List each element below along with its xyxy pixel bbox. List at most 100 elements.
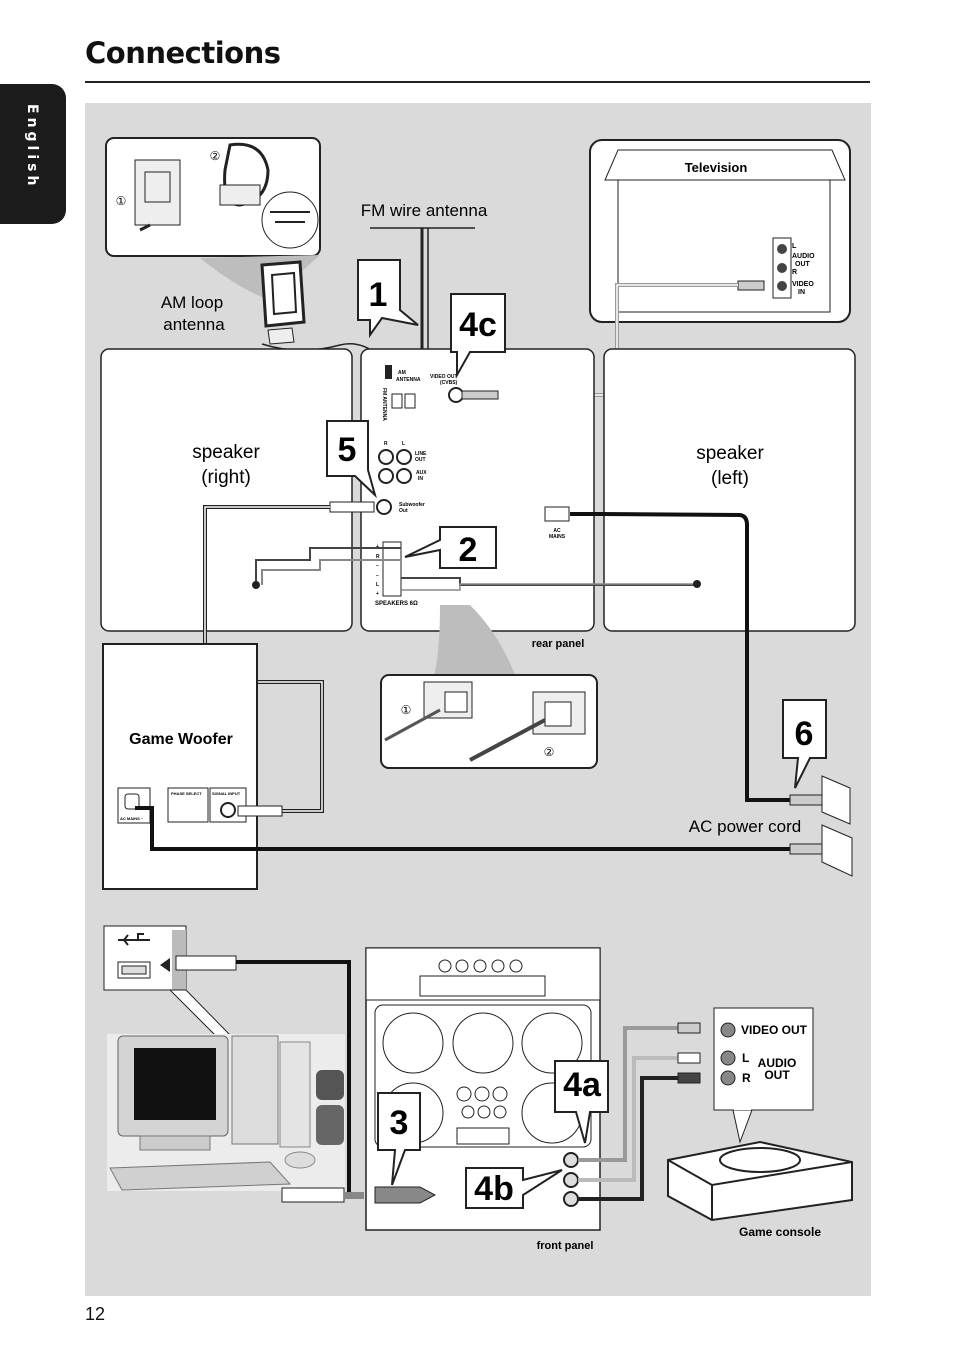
fm-antenna-jack-label: FM ANTENNA xyxy=(381,388,387,421)
phase-select-label: PHASE SELECT xyxy=(171,791,202,796)
signal-input-label: SIGNAL INPUT xyxy=(212,791,241,796)
terminal-minus-1: – xyxy=(376,563,379,569)
step-2-callout: 2 xyxy=(404,526,497,569)
line-out-label-2: OUT xyxy=(415,457,426,463)
game-console-label: Game console xyxy=(739,1225,821,1239)
language-tab: English xyxy=(0,84,66,224)
inset-step-b1: ① xyxy=(401,703,412,717)
step-6-callout: 6 xyxy=(782,699,827,789)
tv-out-label: OUT xyxy=(795,261,811,268)
ac-mains-label-1: AC xyxy=(553,528,561,534)
step-5: 5 xyxy=(338,431,357,469)
console-outputs: VIDEO OUT L R AUDIO OUT xyxy=(713,1007,814,1144)
am-antenna-label-1: AM loop xyxy=(161,293,223,312)
ac-mains-label-2: MAINS xyxy=(549,534,566,540)
front-panel-label: front panel xyxy=(537,1240,594,1252)
tv-in-label: IN xyxy=(798,289,805,296)
woofer-power-cable xyxy=(135,806,790,851)
subwoofer-out-jack xyxy=(376,499,392,515)
am-antenna-inset: ① ② xyxy=(105,137,321,257)
game-console: Game console xyxy=(667,1140,853,1239)
speakers-6ohm-label: SPEAKERS 6Ω xyxy=(375,601,418,607)
page-title: Connections xyxy=(85,36,281,70)
game-woofer: Game Woofer AC MAINS ~ PHASE SELECT SIGN… xyxy=(102,643,283,890)
subwoofer-out-label-1: Subwoofer xyxy=(399,502,425,508)
subwoofer-out-label-2: Out xyxy=(399,508,408,514)
line-out-r-label: R xyxy=(384,441,388,447)
terminal-plus-2: + xyxy=(376,591,379,597)
step-2: 2 xyxy=(459,531,478,569)
speaker-right-label-1: speaker xyxy=(192,442,260,463)
line-out-l-label: L xyxy=(402,441,405,447)
console-audio-r-cable xyxy=(578,1076,700,1201)
game-woofer-label: Game Woofer xyxy=(129,731,233,748)
wall-sockets xyxy=(789,775,853,877)
console-video-cable xyxy=(578,1026,700,1162)
step-3: 3 xyxy=(390,1104,409,1142)
television-label: Television xyxy=(685,160,748,175)
tv-audio-label: AUDIO xyxy=(792,253,815,260)
speaker-wire-right xyxy=(255,547,401,585)
step-5-callout: 5 xyxy=(326,420,377,499)
audio-out-label-2: OUT xyxy=(764,1068,790,1082)
step-3-callout: 3 xyxy=(377,1092,421,1186)
language-tab-label: English xyxy=(24,104,40,190)
audio-l-label: L xyxy=(742,1051,749,1065)
speaker-wire-left xyxy=(401,577,697,586)
audio-out-label-1: AUDIO xyxy=(758,1056,797,1070)
aux-in-label-1: AUX xyxy=(416,470,427,476)
am-antenna-jack-label-2: ANTENNA xyxy=(396,377,421,383)
step-6: 6 xyxy=(795,715,814,753)
step-4a: 4a xyxy=(563,1066,602,1104)
computer-photo xyxy=(107,1034,345,1191)
video-out-cvbs-label-1: VIDEO OUT xyxy=(430,374,458,380)
tv-video-in-jack xyxy=(777,281,787,291)
terminal-l-label: L xyxy=(376,582,379,588)
step-4c-callout: 4c xyxy=(450,293,506,379)
step-1-callout: 1 xyxy=(357,259,419,339)
terminal-r-label: R xyxy=(376,554,380,560)
video-out-cvbs-label-2: (CVBS) xyxy=(440,380,458,386)
woofer-ac-mains-label: AC MAINS ~ xyxy=(120,816,144,821)
console-audio-l-cable xyxy=(578,1056,700,1182)
speaker-left-label-1: speaker xyxy=(696,443,764,464)
tv-video-label: VIDEO xyxy=(792,281,814,288)
am-loop-antenna: AM loop antenna xyxy=(161,260,379,356)
tv-l-label: L xyxy=(792,243,797,250)
fm-antenna-label: FM wire antenna xyxy=(361,201,488,220)
tv-audio-l-jack xyxy=(777,244,787,254)
rear-panel-label: rear panel xyxy=(532,638,585,650)
page-number: 12 xyxy=(85,1304,106,1324)
television: Television L AUDIO OUT R VIDEO IN xyxy=(589,139,851,323)
speaker-left-label-2: (left) xyxy=(711,468,749,489)
audio-r-label: R xyxy=(742,1071,751,1085)
step-4c: 4c xyxy=(459,306,497,344)
video-out-jack xyxy=(448,387,464,403)
tv-r-label: R xyxy=(792,269,797,276)
am-antenna-label-2: antenna xyxy=(163,315,225,334)
video-out-label: VIDEO OUT xyxy=(741,1023,808,1037)
usb-icon xyxy=(118,933,150,946)
rear-panel-jacks: AM ANTENNA FM ANTENNA VIDEO OUT (CVBS) R… xyxy=(375,365,570,607)
inset-step-a1: ① xyxy=(116,194,127,208)
step-4b-callout: 4b xyxy=(465,1167,563,1209)
speaker-left xyxy=(603,348,856,632)
aux-in-label-2: IN xyxy=(418,476,423,482)
speaker-right-label-2: (right) xyxy=(201,467,251,488)
step-4b: 4b xyxy=(474,1170,514,1208)
ac-power-cord-label: AC power cord xyxy=(689,817,801,836)
step-1: 1 xyxy=(369,276,388,314)
inset-step-b2: ② xyxy=(544,745,555,759)
speaker-terminal-inset: ① ② xyxy=(380,674,598,769)
usb-inset xyxy=(103,925,237,991)
terminal-minus-2: – xyxy=(376,573,379,579)
tv-audio-r-jack xyxy=(777,263,787,273)
line-out-label-1: LINE xyxy=(415,451,427,457)
step-4a-callout: 4a xyxy=(554,1060,609,1144)
inset-step-a2: ② xyxy=(210,149,221,163)
am-antenna-jack-label-1: AM xyxy=(398,370,406,376)
speaker-right xyxy=(100,348,353,632)
title-rule xyxy=(85,81,870,83)
ac-mains-cable xyxy=(570,512,790,802)
